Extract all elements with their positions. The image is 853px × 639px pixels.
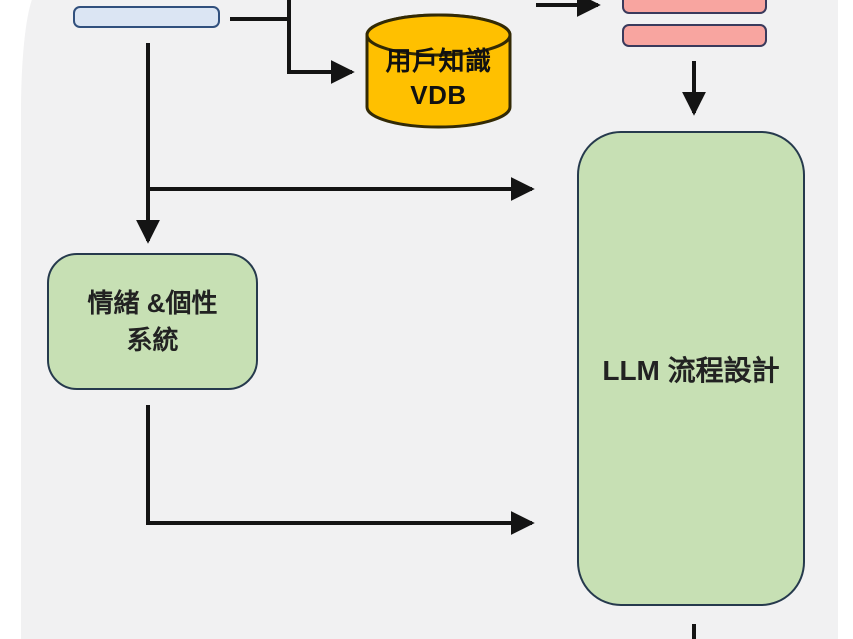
pink-box-bottom (622, 24, 767, 47)
emotion-label-line2: 系統 (126, 324, 179, 355)
vdb-label: 用戶知識 VDB (365, 44, 512, 112)
arrow-junction-to-vdb (287, 0, 355, 84)
llm-flow-design-box: LLM 流程設計 (577, 131, 805, 606)
arrow-emotion-to-llm (146, 405, 535, 535)
llm-label: LLM 流程設計 (602, 354, 780, 386)
input-box (73, 6, 220, 28)
emotion-label-line1: 情緒 &個性 (87, 287, 218, 318)
vdb-cylinder: 用戶知識 VDB (365, 13, 512, 129)
vdb-label-line2: VDB (410, 80, 467, 110)
pink-box-top (622, 0, 767, 14)
emotion-personality-box: 情緒 &個性 系統 (47, 253, 258, 390)
vdb-label-line1: 用戶知識 (385, 46, 492, 76)
database-cylinder-icon (365, 13, 512, 129)
